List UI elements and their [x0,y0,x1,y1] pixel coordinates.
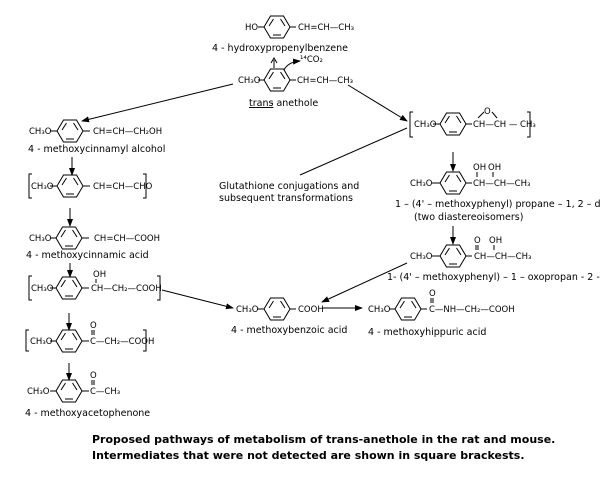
arrow-hydroxyacid-to-benzoic [161,289,234,310]
arrow-anethole-to-alcohol [81,83,234,123]
carbonyl-oxygen: O [90,321,97,331]
compound-diol: CH₃O CH—CH—CH₃ OH OH 1 – (4' – methoxyph… [395,163,600,223]
compound-label: 4 - methoxyacetophenone [25,408,150,419]
substituent: CH₃O [368,305,391,315]
side-chain: CH=CH—CHO [93,182,153,192]
carbonyl-oxygen: O [474,236,481,246]
compound-hydroxypropenylbenzene: HO CH=CH—CH₃ 4 - hydroxypropenylbenzene [212,15,354,54]
substituent: CH₃O [31,182,54,192]
compound-label: 1- (4' – methoxyphenyl) – 1 – oxopropan … [387,272,600,283]
compound-label: 4 - methoxycinnamyl alcohol [28,144,165,155]
substituent: CH₃O [27,387,50,397]
compound-label: 4 - methoxyhippuric acid [368,327,486,338]
side-chain: C—NH—CH₂—COOH [429,305,515,315]
compound-methoxycinnamic-acid: CH₃O CH=CH—COOH 4 - methoxycinnamic acid [26,226,160,261]
glutathione-line2: subsequent transformations [219,193,353,204]
compound-label: - anethole [270,98,318,109]
side-chain: CH—CH — CH₃ [473,120,536,130]
compound-hydroxy-acid-bracketed: CH₃O CH—CH₂—COOH OH [28,270,162,301]
substituent: CH₃O [236,305,259,315]
caption-line2: Intermediates that were not detected are… [92,449,525,462]
co2-label: ¹⁴CO₂ [300,55,323,65]
reaction-arrows [66,83,456,381]
compound-methoxyacetophenone: CH₃O C—CH₃ O 4 - methoxyacetophenone [25,371,150,419]
compound-trans-anethole: CH₃O CH=CH—CH₃ ¹⁴CO₂ trans - anethole [238,55,353,109]
trans-label: trans [249,98,273,109]
side-chain: CH—CH—CH₃ [474,252,531,262]
glutathione-line1: Glutathione conjugations and [219,181,359,192]
epoxide-oxygen: O [484,107,491,117]
arrow-oxopropanol-to-benzoic [321,262,408,303]
arrow-anethole-to-epoxide [347,84,408,122]
compound-label: 4 - hydroxypropenylbenzene [212,43,348,54]
compound-methoxyhippuric-acid: CH₃O C—NH—CH₂—COOH O 4 - methoxyhippuric… [368,289,515,338]
compound-methoxycinnamyl-alcohol: CH₃O CH=CH—CH₂OH 4 - methoxycinnamyl alc… [28,119,165,155]
carbonyl-oxygen: O [90,371,97,381]
side-chain: CH—CH₂—COOH [91,284,162,294]
side-chain: COOH [298,305,324,315]
glutathione-note: Glutathione conjugations and subsequent … [219,181,359,204]
substituent: HO [245,23,258,33]
substituent: CH₃O [238,76,261,86]
substituent: CH₃O [410,179,433,189]
substituent: CH₃O [29,234,52,244]
compound-label: 1 – (4' – methoxyphenyl) propane – 1, 2 … [395,199,600,210]
compound-label: 4 - methoxycinnamic acid [26,250,149,261]
side-chain: C—CH₂—COOH [90,337,154,347]
side-chain: CH=CH—CH₃ [297,76,353,86]
compound-oxopropanol: CH₃O CH—CH—CH₃ O OH 1- (4' – methoxyphen… [387,236,600,283]
carbonyl-oxygen: O [429,289,436,299]
compound-keto-acid-bracketed: CH₃O C—CH₂—COOH O [25,321,154,353]
side-chain: C—CH₃ [90,387,120,397]
compound-cinnamaldehyde-bracketed: CH₃O CH=CH—CHO [28,173,153,199]
hydroxyl: OH [488,163,501,173]
hydroxyl: OH [489,236,502,246]
substituent: CH₃O [30,337,53,347]
substituent: CH₃O [414,120,437,130]
hydroxyl: OH [93,270,106,280]
caption-line1: Proposed pathways of metabolism of trans… [92,433,555,446]
compound-label-note: (two diastereoisomers) [414,212,523,223]
arrow-epoxide-to-glutathione [299,127,408,176]
hydroxyl: OH [473,163,486,173]
substituent: CH₃O [29,127,52,137]
compound-epoxide-bracketed: CH₃O CH—CH — CH₃ O [409,107,536,138]
substituent: CH₃O [31,284,54,294]
compound-methoxybenzoic-acid: CH₃O COOH 4 - methoxybenzoic acid [231,297,347,336]
side-chain: CH=CH—COOH [94,234,160,244]
compound-label: 4 - methoxybenzoic acid [231,325,347,336]
side-chain: CH—CH—CH₃ [473,179,530,189]
side-chain: CH=CH—CH₂OH [93,127,162,137]
substituent: CH₃O [410,252,433,262]
side-chain: CH=CH—CH₃ [298,23,354,33]
